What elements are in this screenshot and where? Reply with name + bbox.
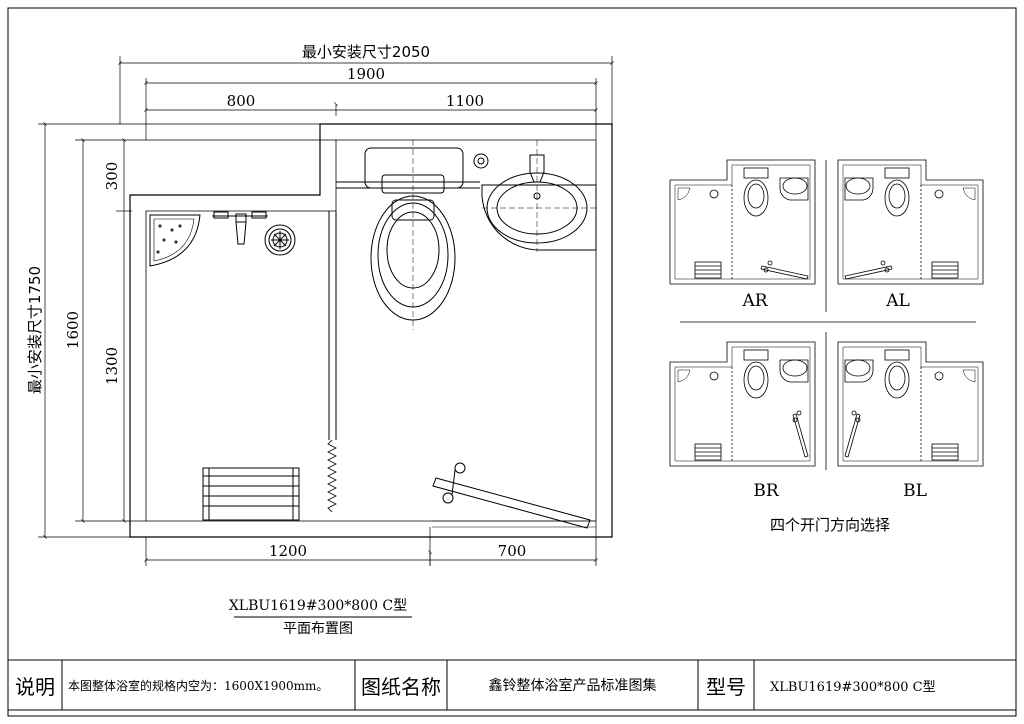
dim-height-1600: 1600 (64, 311, 82, 349)
door-icon (432, 462, 596, 529)
variant-br-plan (669, 341, 816, 467)
variant-al-plan (837, 159, 984, 285)
dim-height-1300: 1300 (103, 347, 121, 385)
model-label: 型号 (706, 674, 746, 699)
variant-al-label: AL (885, 291, 910, 311)
washbasin-icon (481, 140, 597, 252)
note-label: 说明 (15, 674, 55, 699)
dim-min-height: 最小安装尺寸1750 (26, 266, 44, 394)
drawing-name: 鑫铃整体浴室产品标准图集 (488, 678, 657, 694)
main-plan (38, 56, 614, 566)
shower-curtain (327, 439, 337, 513)
model-value: XLBU1619#300*800 C型 (770, 679, 936, 695)
plan-model-caption: XLBU1619#300*800 C型 (229, 598, 407, 614)
title-block-frame (7, 659, 1017, 711)
note-text: 本图整体浴室的规格内空为：1600X1900mm。 (68, 678, 329, 693)
shower-mixer-icon (212, 211, 268, 245)
dim-height-300: 300 (103, 162, 121, 191)
toilet-drain-icon (473, 153, 489, 169)
variants-caption: 四个开门方向选择 (770, 516, 890, 534)
variant-bl-plan (837, 341, 984, 467)
toilet-icon (364, 140, 464, 330)
floor-drain-icon (264, 224, 296, 256)
variant-divider (680, 160, 976, 470)
dim-bottom-left: 1200 (269, 542, 307, 560)
dim-right-width: 1100 (446, 92, 484, 110)
dim-total-width: 1900 (347, 65, 385, 83)
drawing-name-label: 图纸名称 (361, 674, 441, 699)
variant-ar-label: AR (741, 291, 768, 311)
variant-br-label: BR (753, 481, 779, 501)
dim-bottom-right: 700 (498, 542, 527, 560)
variant-bl-label: BL (903, 481, 927, 501)
plan-name-caption: 平面布置图 (283, 621, 353, 637)
corner-shelf-icon (149, 214, 201, 267)
shower-seat-icon (202, 467, 300, 521)
sheet-border (7, 7, 1017, 717)
dim-left-width: 800 (227, 92, 256, 110)
dim-min-width: 最小安装尺寸2050 (302, 43, 430, 61)
variant-ar-plan (669, 159, 816, 285)
